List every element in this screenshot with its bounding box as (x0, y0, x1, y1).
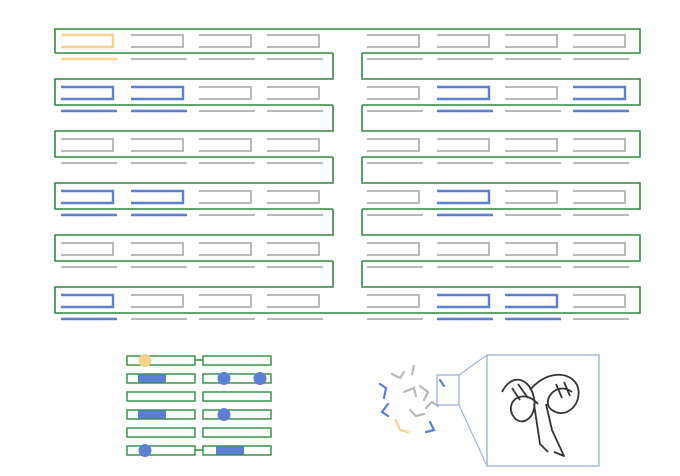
staple-5-7 (573, 294, 629, 320)
staple-2-0 (61, 138, 117, 164)
folded-structure-inset (436, 354, 600, 467)
small-dot-1 (217, 372, 231, 385)
zoom-box (436, 374, 460, 406)
staple-2-5 (437, 138, 493, 164)
staple-3-0 (61, 189, 117, 217)
staple-4-7 (573, 242, 629, 268)
small-scaffold-3-1 (202, 409, 272, 420)
small-bar-2 (216, 446, 244, 455)
fragment-5 (394, 418, 410, 434)
fragment-4 (408, 408, 426, 418)
small-scaffold-4-1 (202, 427, 272, 438)
small-scaffold-1-1 (202, 373, 272, 384)
fragment-8 (424, 420, 436, 434)
staple-4-2 (199, 242, 255, 268)
small-scaffold-1-0 (126, 373, 196, 384)
staple-1-2 (199, 86, 255, 112)
staple-2-6 (505, 138, 561, 164)
staple-0-1 (131, 34, 187, 60)
staple-4-4 (367, 242, 423, 268)
folded-structure-icon (501, 373, 580, 457)
small-scaffold-3-0 (126, 409, 196, 420)
staple-3-5 (437, 189, 493, 217)
fragment-3 (380, 402, 390, 418)
fragment-10 (410, 364, 416, 376)
staple-1-6 (505, 86, 561, 112)
staple-3-2 (199, 190, 255, 216)
fragment-0 (378, 382, 388, 400)
staple-5-1 (131, 294, 187, 320)
staple-3-3 (267, 190, 323, 216)
staple-grid (61, 33, 629, 321)
staple-4-6 (505, 242, 561, 268)
staple-0-5 (437, 34, 493, 60)
small-scaffold-0-1 (202, 355, 272, 366)
staple-fragments-icon (378, 364, 446, 434)
small-scaffold-2-0 (126, 391, 196, 402)
fragment-1 (390, 370, 406, 380)
small-scaffold-5-0 (126, 445, 196, 456)
small-bar-1 (138, 410, 166, 419)
staple-1-5 (437, 85, 493, 113)
staple-3-1 (131, 189, 187, 217)
inset-frame (486, 354, 600, 467)
small-scaffold-0-0 (126, 355, 196, 366)
staple-2-3 (267, 138, 323, 164)
staple-2-2 (199, 138, 255, 164)
zoom-line-top (458, 354, 488, 376)
staple-1-3 (267, 86, 323, 112)
staple-0-4 (367, 34, 423, 60)
staple-5-2 (199, 294, 255, 320)
staple-4-0 (61, 242, 117, 268)
staple-5-3 (267, 294, 323, 320)
staple-5-6 (505, 293, 561, 321)
staple-1-7 (573, 85, 629, 113)
staple-2-1 (131, 138, 187, 164)
small-scaffold-4-0 (126, 427, 196, 438)
fragment-9 (438, 378, 446, 388)
staple-0-0 (61, 33, 117, 61)
staple-3-6 (505, 190, 561, 216)
staple-0-7 (573, 34, 629, 60)
staple-5-4 (367, 294, 423, 320)
staple-4-5 (437, 242, 493, 268)
small-scaffold-links (195, 359, 203, 451)
small-scaffold-2-1 (202, 391, 272, 402)
small-dot-2 (253, 372, 267, 385)
fragment-6 (418, 384, 430, 402)
staple-5-0 (61, 293, 117, 321)
staple-0-3 (267, 34, 323, 60)
staple-1-0 (61, 85, 117, 113)
staple-0-2 (199, 34, 255, 60)
small-dot-0 (138, 354, 152, 367)
small-bar-0 (138, 374, 166, 383)
fragment-7 (424, 400, 440, 410)
staple-1-1 (131, 85, 187, 113)
small-dot-4 (138, 444, 152, 457)
staple-2-7 (573, 138, 629, 164)
zoom-line-bottom (458, 404, 488, 467)
staple-3-4 (367, 190, 423, 216)
scaffold-strand (54, 28, 641, 314)
scaffold-path (54, 28, 641, 314)
staple-4-3 (267, 242, 323, 268)
fragment-2 (402, 386, 418, 398)
staple-2-4 (367, 138, 423, 164)
staple-3-7 (573, 190, 629, 216)
staple-5-5 (437, 293, 493, 321)
staple-1-4 (367, 86, 423, 112)
small-staple-array (126, 354, 272, 457)
small-dot-3 (217, 408, 231, 421)
staple-4-1 (131, 242, 187, 268)
staple-0-6 (505, 34, 561, 60)
